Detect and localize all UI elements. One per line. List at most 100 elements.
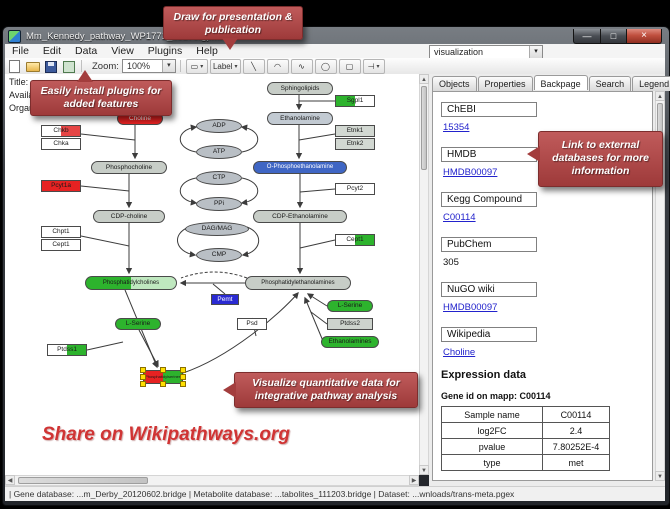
scroll-down-icon[interactable]: ▼ (655, 471, 665, 481)
selection-handle[interactable] (160, 381, 166, 387)
node-etnk2[interactable]: Etnk2 (335, 138, 375, 150)
info-line: Organism: (9, 103, 51, 113)
node-ctp[interactable]: CTP (196, 171, 242, 185)
scroll-right-icon[interactable]: ▶ (409, 475, 419, 485)
save-icon[interactable] (43, 60, 57, 73)
db-value-wikipedia[interactable]: Choline (443, 347, 644, 358)
node-cept1[interactable]: Cept1 (335, 234, 375, 246)
selection-handle[interactable] (180, 381, 186, 387)
node-cdp-choline[interactable]: CDP-choline (93, 210, 165, 223)
db-link[interactable]: 15354 (443, 122, 470, 133)
node-ptdss1[interactable]: Ptdss1 (47, 344, 87, 356)
tab-objects[interactable]: Objects (432, 76, 477, 91)
tool-button-3[interactable]: ◠ (266, 58, 289, 74)
zoom-dropdown[interactable]: 100% ▾ (121, 59, 176, 73)
title-bar[interactable]: Mm_Kennedy_pathway_WP1771_45176.gpml — □… (4, 28, 666, 44)
node-pcyt1a[interactable]: Pcyt1a (41, 180, 81, 192)
db-link[interactable]: C00114 (443, 212, 476, 223)
node-pcyt2[interactable]: Pcyt2 (335, 183, 375, 195)
menu-file[interactable]: File (12, 45, 29, 57)
db-value-kegg-compound[interactable]: C00114 (443, 212, 644, 223)
callout-visualize: Visualize quantitative data for integrat… (223, 372, 418, 408)
db-link[interactable]: HMDB00097 (443, 167, 498, 178)
toolbar-separator (81, 60, 82, 72)
close-button[interactable]: × (627, 28, 662, 44)
selection-handle[interactable] (180, 367, 186, 373)
node-o-phosphoethanolamine[interactable]: O-Phosphoethanolamine (253, 161, 347, 174)
canvas-vertical-scrollbar[interactable]: ▲ ▼ (419, 74, 429, 475)
tool-button-4[interactable]: ∿ (290, 58, 313, 74)
tool-button-2[interactable]: ╲ (242, 58, 265, 74)
db-header-kegg-compound: Kegg Compound (441, 192, 537, 207)
scrollbar-thumb[interactable] (421, 86, 427, 170)
pathway-canvas[interactable]: Title:Availability:Organism: Sphingolipi… (5, 74, 419, 475)
visualization-dropdown[interactable]: visualization ▾ (429, 45, 543, 59)
menu-plugins[interactable]: Plugins (147, 45, 183, 57)
scroll-up-icon[interactable]: ▲ (655, 91, 665, 101)
minimize-button[interactable]: — (573, 28, 601, 44)
node-cept1[interactable]: Cept1 (41, 239, 81, 251)
db-link[interactable]: HMDB00097 (443, 302, 498, 313)
node-psd[interactable]: Psd (237, 318, 267, 330)
node-chkb[interactable]: Chkb (41, 125, 81, 137)
tool-button-7[interactable]: ⊣▾ (362, 58, 385, 74)
callout-arrow-down-icon (222, 38, 238, 50)
export-icon[interactable] (61, 60, 75, 73)
callout-arrow-left-icon (527, 146, 540, 162)
node-phosphatidylcholines[interactable]: Phosphatidylcholines (85, 276, 177, 290)
selection-handle[interactable] (180, 374, 186, 380)
node-phosphocholine[interactable]: Phosphocholine (91, 161, 167, 174)
menu-help[interactable]: Help (196, 45, 218, 57)
node-sgpl1[interactable]: Sgpl1 (335, 95, 375, 107)
open-icon[interactable] (25, 60, 40, 72)
node-ethanolamine[interactable]: Ethanolamine (267, 112, 333, 125)
db-value-nugo-wiki[interactable]: HMDB00097 (443, 302, 644, 313)
maximize-button[interactable]: □ (601, 28, 627, 44)
node-l-serine[interactable]: L-Serine (327, 300, 373, 312)
selection-handle[interactable] (140, 367, 146, 373)
selection-handle[interactable] (140, 381, 146, 387)
node-pemt[interactable]: Pemt (211, 294, 239, 305)
node-sphingolipids[interactable]: Sphingolipids (267, 82, 333, 95)
node-l-serine[interactable]: L-Serine (115, 318, 161, 330)
tab-properties[interactable]: Properties (477, 76, 533, 91)
app-icon (8, 29, 21, 43)
node-etnk1[interactable]: Etnk1 (335, 125, 375, 137)
tool-button-1[interactable]: Label▾ (209, 58, 241, 74)
db-header-chebi: ChEBI (441, 102, 537, 117)
scroll-left-icon[interactable]: ◀ (5, 475, 15, 485)
tool-button-6[interactable]: ▢ (338, 58, 361, 74)
tool-button-5[interactable]: ◯ (314, 58, 337, 74)
selection-handle[interactable] (140, 374, 146, 380)
tab-legend[interactable]: Legend (632, 76, 670, 91)
node-adp[interactable]: ADP (196, 119, 242, 133)
tool-button-0[interactable]: ▭▾ (185, 58, 208, 74)
new-icon[interactable] (7, 60, 21, 73)
db-link[interactable]: Choline (443, 347, 476, 358)
db-value-hmdb[interactable]: HMDB00097 (443, 167, 644, 178)
canvas-horizontal-scrollbar[interactable]: ◀ ▶ (5, 475, 419, 486)
menu-data[interactable]: Data (75, 45, 98, 57)
menu-view[interactable]: View (111, 45, 134, 57)
table-cell: 7.80252E-4 (542, 438, 610, 455)
tab-search[interactable]: Search (588, 76, 632, 91)
selection-handle[interactable] (160, 367, 166, 373)
node-dag-mag[interactable]: DAG/MAG (185, 222, 249, 236)
node-cdp-ethanolamine[interactable]: CDP-Ethanolamine (253, 210, 347, 223)
node-ppi[interactable]: PPi (196, 197, 242, 211)
node-phosphatidylethanolamines[interactable]: Phosphatidylethanolamines (245, 276, 351, 290)
node-chpt1[interactable]: Chpt1 (41, 226, 81, 238)
scroll-down-icon[interactable]: ▼ (419, 465, 429, 475)
menu-edit[interactable]: Edit (42, 45, 62, 57)
tab-backpage[interactable]: Backpage (533, 75, 588, 90)
node-chka[interactable]: Chka (41, 138, 81, 150)
node-ptdss2[interactable]: Ptdss2 (327, 318, 373, 330)
node-cmp[interactable]: CMP (196, 248, 242, 262)
node-atp[interactable]: ATP (196, 145, 242, 159)
db-value-chebi[interactable]: 15354 (443, 122, 644, 133)
callout-arrow-left-icon (223, 382, 236, 398)
scrollbar-thumb[interactable] (18, 477, 148, 484)
node-ethanolamines[interactable]: Ethanolamines (321, 336, 379, 348)
scroll-up-icon[interactable]: ▲ (419, 74, 429, 84)
